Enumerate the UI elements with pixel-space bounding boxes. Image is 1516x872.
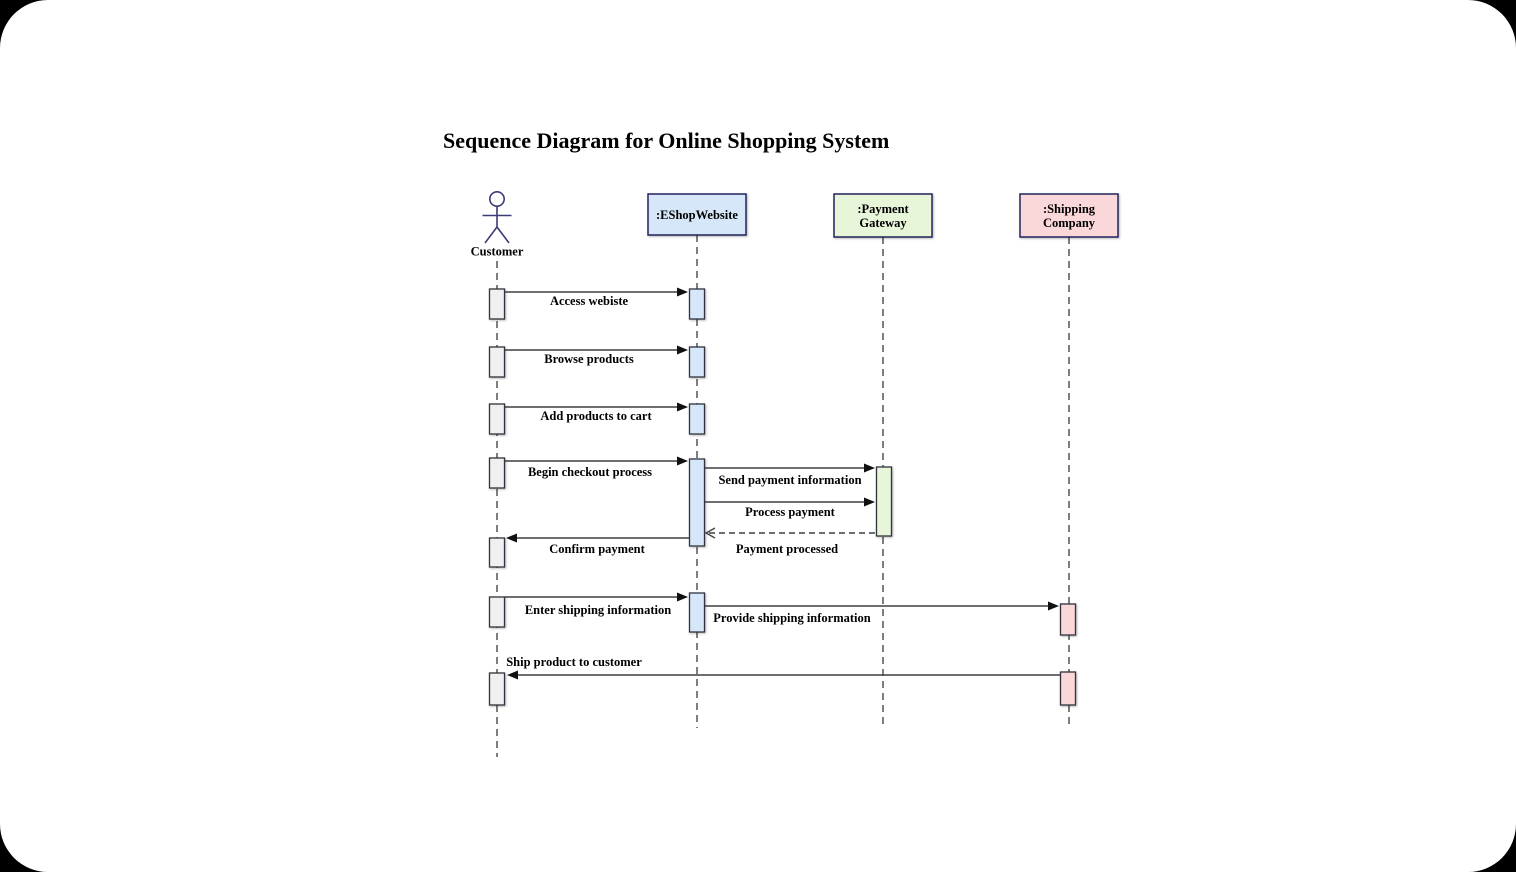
- arrowhead-filled-1: [677, 345, 688, 355]
- message-label-5: Process payment: [745, 505, 836, 519]
- message-label-9: Provide shipping information: [713, 611, 870, 625]
- arrowhead-filled-2: [677, 402, 688, 412]
- message-label-0: Access webiste: [550, 294, 629, 308]
- activation-customer-5: [488, 596, 506, 628]
- activation-eshop-10: [688, 458, 706, 547]
- arrowhead-filled-7: [506, 533, 517, 543]
- message-label-8: Enter shipping information: [525, 603, 671, 617]
- activation-eshop-9: [688, 403, 706, 435]
- activation-customer-3: [488, 457, 506, 489]
- activation-customer-6: [488, 672, 506, 706]
- message-label-7: Confirm payment: [549, 542, 645, 556]
- message-label-10: Ship product to customer: [506, 655, 642, 669]
- participant-label-customer: Customer: [471, 245, 524, 259]
- activation-eshop-11: [688, 592, 706, 633]
- arrowhead-filled-4: [864, 463, 875, 473]
- arrowhead-filled-8: [677, 592, 688, 602]
- arrowhead-filled-10: [507, 670, 518, 680]
- participant-label-shipping: Company: [1043, 216, 1096, 230]
- activation-customer-0: [488, 288, 506, 320]
- message-label-4: Send payment information: [718, 473, 861, 487]
- participant-box-payment: [833, 193, 933, 238]
- arrowhead-filled-5: [864, 497, 875, 507]
- participant-label-eshop: :EShopWebsite: [656, 208, 738, 222]
- activation-eshop-7: [688, 288, 706, 320]
- actor-leg-right-customer: [496, 226, 510, 244]
- activation-customer-4: [488, 537, 506, 568]
- arrowhead-filled-9: [1048, 601, 1059, 611]
- activation-shipping-13: [1059, 603, 1077, 636]
- arrowhead-filled-3: [677, 456, 688, 466]
- actor-head-customer: [488, 191, 505, 208]
- arrowhead-filled-0: [677, 287, 688, 297]
- participant-label-payment: Gateway: [859, 216, 907, 230]
- participant-box-eshop: [647, 193, 747, 236]
- message-label-6: Payment processed: [736, 542, 838, 556]
- activation-customer-2: [488, 403, 506, 435]
- activation-payment-12: [875, 466, 893, 537]
- activation-customer-1: [488, 346, 506, 378]
- message-label-2: Add products to cart: [540, 409, 652, 423]
- arrowhead-open-6: [704, 527, 716, 539]
- message-label-3: Begin checkout process: [528, 465, 652, 479]
- activation-eshop-8: [688, 346, 706, 378]
- participant-label-payment: :Payment: [857, 202, 909, 216]
- activation-shipping-14: [1059, 671, 1077, 706]
- participant-box-shipping: [1019, 193, 1119, 238]
- message-label-1: Browse products: [544, 352, 634, 366]
- diagram-title: Sequence Diagram for Online Shopping Sys…: [443, 128, 890, 153]
- participant-label-shipping: :Shipping: [1043, 202, 1096, 216]
- actor-leg-left-customer: [484, 226, 498, 244]
